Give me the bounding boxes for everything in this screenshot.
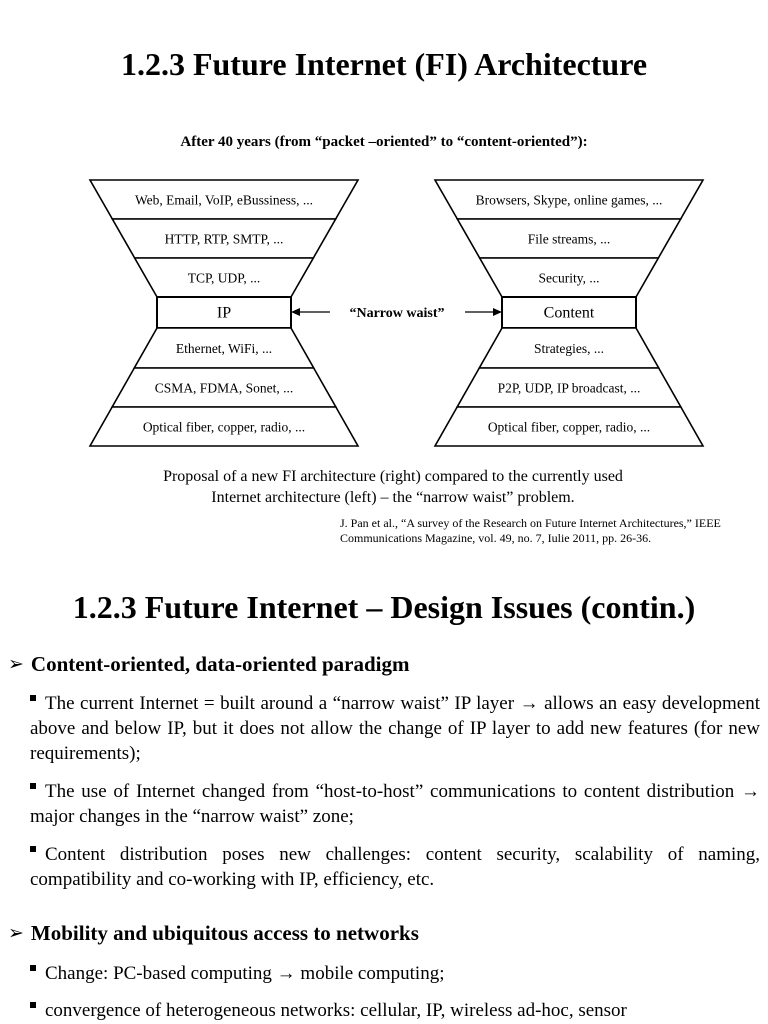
- left-layer-7-label: Optical fiber, copper, radio, ...: [143, 420, 305, 435]
- bullet-item: Content distribution poses new challenge…: [30, 842, 760, 892]
- left-layer-6-label: CSMA, FDMA, Sonet, ...: [155, 381, 293, 396]
- section-heading-mobility: ➢ Mobility and ubiquitous access to netw…: [8, 921, 419, 946]
- bullet-text: Content distribution poses new challenge…: [30, 844, 760, 890]
- square-bullet-icon: [30, 695, 36, 701]
- section-heading-label: Content-oriented, data-oriented paradigm: [30, 652, 410, 676]
- left-layer-2-label: HTTP, RTP, SMTP, ...: [165, 232, 284, 247]
- right-layer-7-label: Optical fiber, copper, radio, ...: [488, 420, 650, 435]
- reference-line-1: J. Pan et al., “A survey of the Research…: [340, 516, 721, 530]
- arrow-bullet-icon: ➢: [8, 923, 24, 944]
- left-layer-7-shape: [88, 406, 360, 447]
- square-bullet-icon: [30, 783, 36, 789]
- left-layer-3-label: TCP, UDP, ...: [188, 271, 260, 286]
- square-bullet-icon: [30, 965, 36, 971]
- slide1-subtitle: After 40 years (from “packet –oriented” …: [180, 134, 588, 150]
- right-layer-3-label: Security, ...: [539, 271, 600, 286]
- reference-line-2: Communications Magazine, vol. 49, no. 7,…: [340, 531, 652, 545]
- right-layer-7-shape: [433, 406, 705, 447]
- left-layer-4-label: IP: [217, 305, 231, 322]
- caption-line-2: Internet architecture (left) – the “narr…: [211, 489, 575, 506]
- slide1-title: 1.2.3 Future Internet (FI) Architecture: [120, 46, 648, 82]
- caption-line-1: Proposal of a new FI architecture (right…: [163, 468, 623, 485]
- section-heading-content-oriented: ➢ Content-oriented, data-oriented paradi…: [8, 652, 409, 677]
- section-heading-label: Mobility and ubiquitous access to networ…: [30, 921, 419, 945]
- bullet-item: Change: PC-based computing → mobile comp…: [30, 961, 760, 986]
- bullet-text: The current Internet = built around a “n…: [30, 693, 760, 764]
- right-hourglass: Browsers, Skype, online games, ... File s…: [433, 179, 705, 447]
- right-layer-6-label: P2P, UDP, IP broadcast, ...: [498, 381, 641, 396]
- bullet-text: convergence of heterogeneous networks: c…: [45, 1000, 627, 1021]
- right-layer-2-label: File streams, ...: [528, 232, 611, 247]
- hourglass-diagram: Web, Email, VoIP, eBussiness, ... HTTP, R…: [88, 179, 705, 447]
- square-bullet-icon: [30, 846, 36, 852]
- bullet-text: The use of Internet changed from “host-t…: [30, 781, 760, 827]
- left-hourglass: Web, Email, VoIP, eBussiness, ... HTTP, R…: [88, 179, 360, 447]
- square-bullet-icon: [30, 1002, 36, 1008]
- left-layer-5-label: Ethernet, WiFi, ...: [176, 341, 272, 356]
- right-layer-4-label: Content: [544, 305, 595, 322]
- narrow-waist-arrows: [291, 308, 502, 316]
- right-layer-1-label: Browsers, Skype, online games, ...: [476, 193, 663, 208]
- left-layer-1-label: Web, Email, VoIP, eBussiness, ...: [135, 193, 313, 208]
- slide2-title: 1.2.3 Future Internet – Design Issues (c…: [72, 589, 696, 625]
- bullet-item: The current Internet = built around a “n…: [30, 691, 760, 766]
- bullet-item: The use of Internet changed from “host-t…: [30, 779, 760, 829]
- reference-citation: J. Pan et al., “A survey of the Research…: [340, 516, 760, 546]
- arrow-bullet-icon: ➢: [8, 654, 24, 675]
- bullet-item: convergence of heterogeneous networks: c…: [30, 998, 760, 1023]
- narrow-waist-label: “Narrow waist”: [349, 306, 444, 321]
- bullet-text: Change: PC-based computing → mobile comp…: [45, 963, 445, 984]
- right-layer-5-label: Strategies, ...: [534, 341, 604, 356]
- diagram-caption: Proposal of a new FI architecture (right…: [0, 466, 768, 508]
